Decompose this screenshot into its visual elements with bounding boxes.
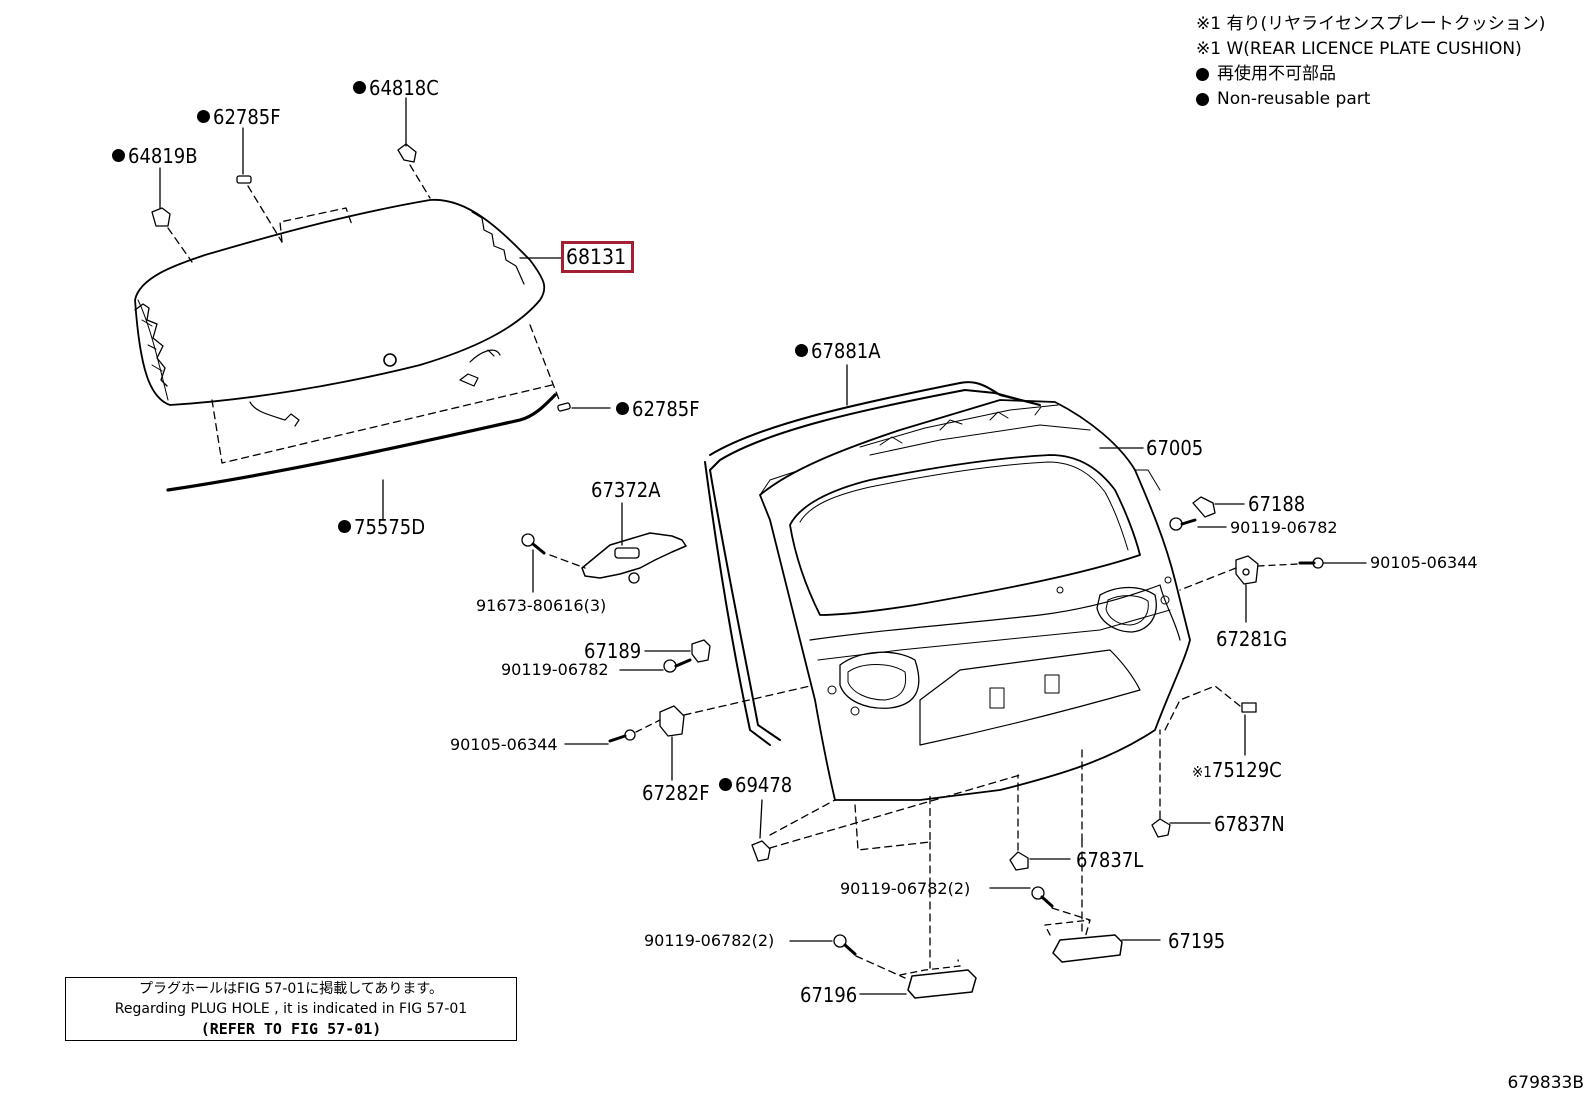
non-reusable-dot-icon xyxy=(616,402,629,415)
legend-line-1: ※1 有り(リヤライセンスプレートクッション) xyxy=(1196,14,1546,34)
legend-line-4: Non-reusable part xyxy=(1217,89,1371,109)
non-reusable-bullet-icon xyxy=(1196,93,1209,106)
part-label-67372A[interactable]: 67372A xyxy=(591,478,661,502)
non-reusable-dot-icon xyxy=(795,344,808,357)
part-label-67189[interactable]: 67189 xyxy=(584,639,642,663)
part-label-69478[interactable]: 69478 xyxy=(719,774,792,796)
part-label-64818C[interactable]: 64818C xyxy=(353,77,439,99)
non-reusable-dot-icon xyxy=(353,81,366,94)
part-label-90119-06782-a[interactable]: 90119-06782 xyxy=(1230,518,1338,537)
spoiler-68131-drawing xyxy=(134,199,557,492)
part-label-62785F-top[interactable]: 62785F xyxy=(197,106,281,128)
note-en: Regarding PLUG HOLE , it is indicated in… xyxy=(114,1001,468,1017)
part-label-90119-06782-d[interactable]: 90119-06782(2) xyxy=(644,931,775,950)
legend-row-3: 再使用不可部品 xyxy=(1196,62,1545,87)
part-label-90105-06344-a[interactable]: 90105-06344 xyxy=(1370,553,1478,572)
legend-line-3: 再使用不可部品 xyxy=(1217,64,1336,84)
part-label-64819B[interactable]: 64819B xyxy=(112,145,198,167)
part-label-90105-06344-b[interactable]: 90105-06344 xyxy=(450,735,558,754)
back-door-67005-drawing xyxy=(704,381,1191,801)
non-reusable-dot-icon xyxy=(112,149,125,162)
highlight-box xyxy=(561,241,634,273)
part-label-91673-80616[interactable]: 91673-80616(3) xyxy=(476,596,607,615)
plug-hole-note: プラグホールはFIG 57-01に掲載してあります。 Regarding PLU… xyxy=(65,977,517,1041)
part-label-68131[interactable]: 68131 xyxy=(566,245,627,269)
legend-line-2: ※1 W(REAR LICENCE PLATE CUSHION) xyxy=(1196,39,1522,59)
part-label-67282F[interactable]: 67282F xyxy=(642,781,710,805)
part-label-67188[interactable]: 67188 xyxy=(1248,492,1306,516)
legend-row-4: Non-reusable part xyxy=(1196,87,1545,112)
non-reusable-dot-icon xyxy=(719,778,732,791)
part-label-90119-06782-c[interactable]: 90119-06782(2) xyxy=(840,879,971,898)
part-label-67196[interactable]: 67196 xyxy=(800,983,858,1007)
non-reusable-dot-icon xyxy=(197,110,210,123)
part-label-67837L[interactable]: 67837L xyxy=(1076,848,1144,872)
legend: ※1 有り(リヤライセンスプレートクッション) ※1 W(REAR LICENC… xyxy=(1196,12,1545,112)
part-label-90119-06782-b[interactable]: 90119-06782 xyxy=(501,660,609,679)
part-label-67005[interactable]: 67005 xyxy=(1146,436,1204,460)
part-label-75575D[interactable]: 75575D xyxy=(338,516,425,538)
note-jp: プラグホールはFIG 57-01に掲載してあります。 xyxy=(139,981,443,997)
non-reusable-bullet-icon xyxy=(1196,68,1209,81)
part-label-67195[interactable]: 67195 xyxy=(1168,929,1226,953)
figure-id: 679833B xyxy=(1507,1073,1584,1093)
legend-row-1: ※1 有り(リヤライセンスプレートクッション) xyxy=(1196,12,1545,37)
non-reusable-dot-icon xyxy=(338,520,351,533)
part-label-67281G[interactable]: 67281G xyxy=(1216,627,1288,651)
part-label-75129C[interactable]: ※175129C xyxy=(1192,758,1282,782)
part-label-62785F-right[interactable]: 62785F xyxy=(616,398,700,420)
note-ref[interactable]: (REFER TO FIG 57-01) xyxy=(200,1020,382,1038)
part-label-67837N[interactable]: 67837N xyxy=(1214,812,1285,836)
legend-row-2: ※1 W(REAR LICENCE PLATE CUSHION) xyxy=(1196,37,1545,62)
part-label-67881A[interactable]: 67881A xyxy=(795,340,881,362)
